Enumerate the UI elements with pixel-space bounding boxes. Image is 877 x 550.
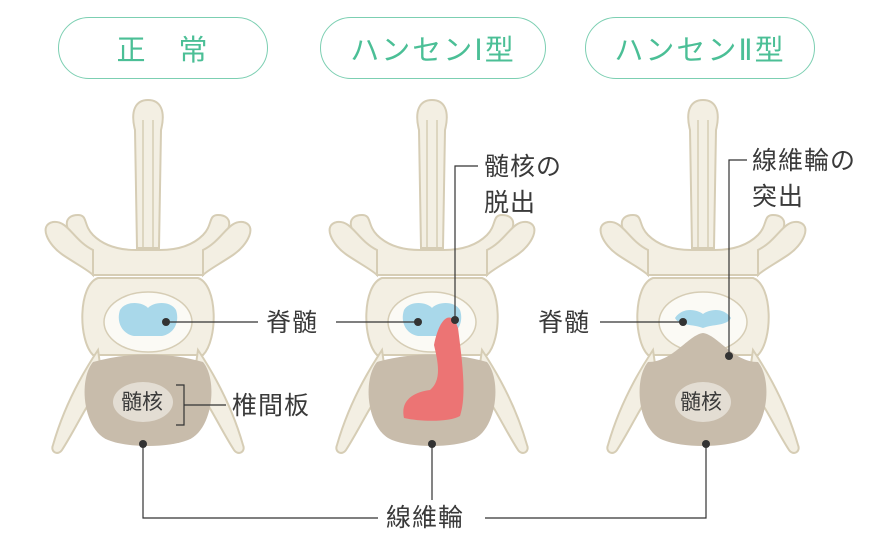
nucleus-hansen-2 [675, 382, 731, 422]
label-annulus: 線維輪 [386, 503, 465, 532]
label-spinal-cord-hansen-2: 脊髄 [538, 308, 591, 337]
herniated-nucleus [403, 317, 464, 421]
label-protrusion-line2: 突出 [752, 182, 805, 211]
label-spinal-cord-normal: 脊髄 [266, 308, 319, 337]
label-herniation-line1: 髄核の [484, 152, 563, 181]
tab-normal: 正 常 [58, 17, 268, 79]
label-herniation-line2: 脱出 [484, 188, 537, 217]
vertebra-hansen-2 [599, 99, 807, 454]
tab-hansen-type-2: ハンセンⅡ型 [585, 17, 815, 79]
label-disc: 椎間板 [232, 391, 311, 420]
nucleus-normal [113, 382, 173, 422]
spinal-cord-compressed [675, 310, 731, 328]
label-protrusion-line1: 線維輪の [752, 146, 857, 175]
tab-hansen-type-1: ハンセンⅠ型 [320, 17, 546, 79]
vertebra-normal [44, 99, 252, 454]
vertebra-hansen-1 [328, 99, 536, 454]
label-nucleus-normal: 髄核 [121, 390, 163, 414]
leader-lines [142, 159, 747, 519]
label-nucleus-hansen-2: 髄核 [680, 390, 722, 414]
leader-dots [139, 316, 733, 448]
